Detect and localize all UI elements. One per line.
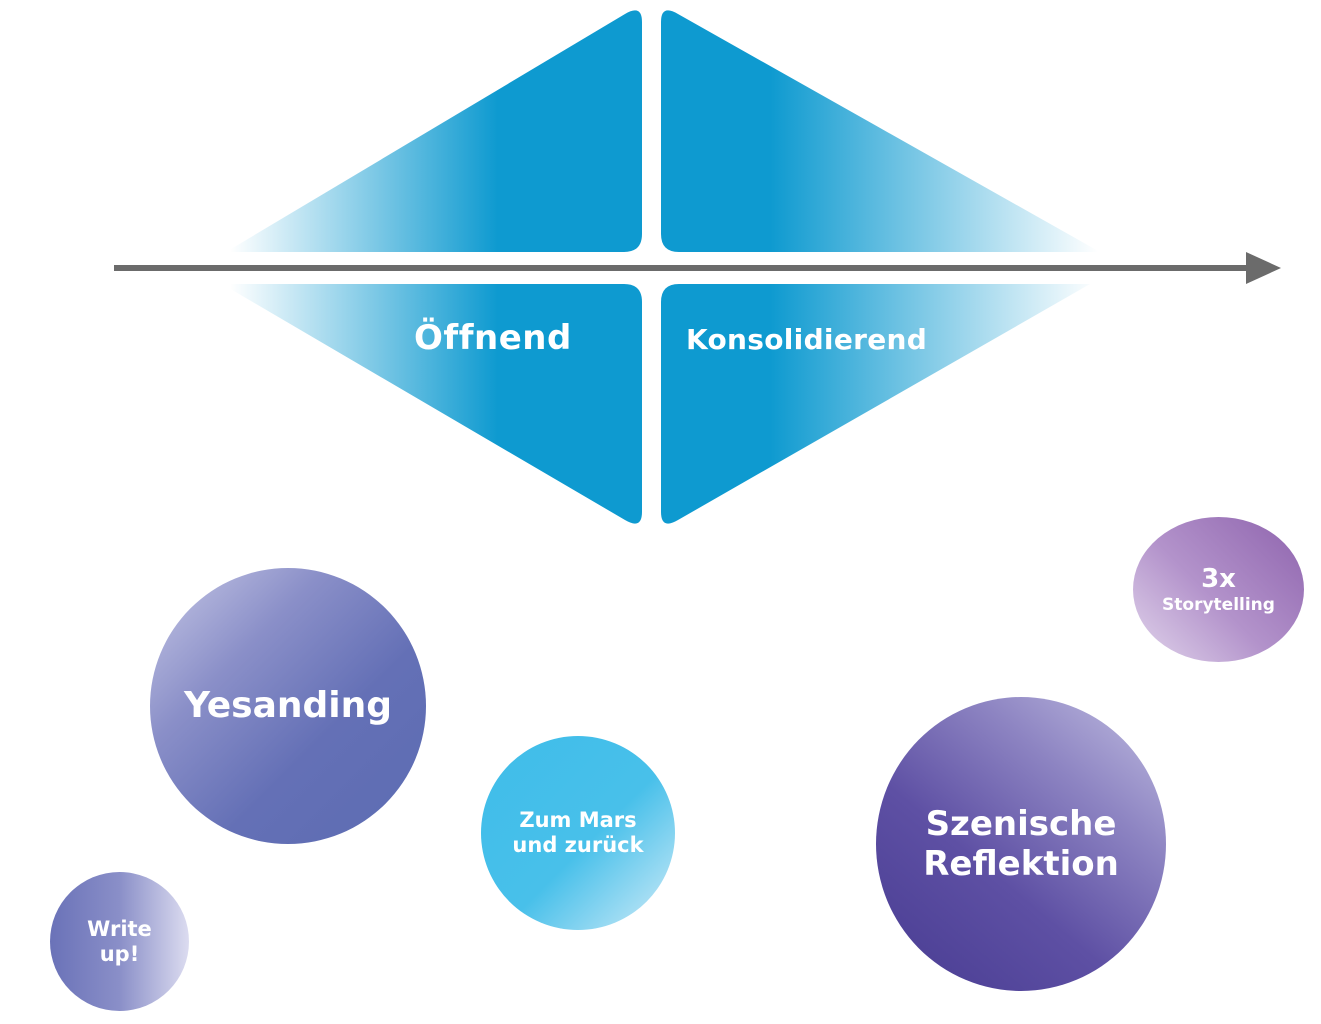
- bubble-storytelling-line-1: 3x: [1201, 564, 1236, 595]
- bubble-zum-mars-line-1: Zum Mars: [519, 808, 637, 833]
- bubble-storytelling: 3x Storytelling: [1133, 517, 1304, 662]
- timeline-arrow-head-icon: [1246, 252, 1281, 284]
- phase-label-konsolidierend: Konsolidierend: [686, 323, 928, 356]
- bubble-yesanding: Yesanding: [150, 568, 426, 844]
- bubble-zum-mars: Zum Mars und zurück: [481, 736, 675, 930]
- bubble-zum-mars-line-2: und zurück: [512, 833, 644, 857]
- diamond-quadrant-bottom-right: [661, 284, 1090, 524]
- bubble-storytelling-line-2: Storytelling: [1162, 594, 1275, 615]
- phase-label-oeffnend: Öffnend: [414, 318, 572, 358]
- bubble-yesanding-label: Yesanding: [183, 684, 393, 726]
- bubble-write-up: Write up!: [50, 872, 189, 1011]
- bubble-write-up-line-1: Write: [87, 916, 152, 941]
- bubble-szenische-line-1: Szenische: [925, 803, 1117, 844]
- bubble-write-up-line-2: up!: [99, 941, 140, 966]
- diamond-quadrant-top-right: [661, 10, 1100, 252]
- bubble-szenische-reflektion: Szenische Reflektion: [876, 697, 1166, 991]
- diamond-quadrant-bottom-left: [222, 284, 642, 524]
- diverge-converge-diagram: [114, 10, 1281, 524]
- bubble-szenische-line-2: Reflektion: [923, 844, 1119, 884]
- diamond-quadrant-top-left: [226, 10, 642, 252]
